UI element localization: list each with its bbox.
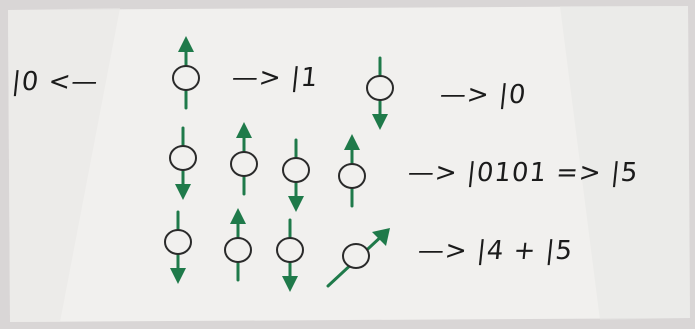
spin-circle	[230, 151, 258, 177]
spin-down	[276, 218, 304, 292]
spin-circle	[342, 243, 370, 269]
spin-circle	[169, 145, 197, 171]
spin-circle	[164, 229, 192, 255]
spin-circle	[172, 65, 200, 91]
arrow-head	[178, 36, 194, 52]
spin-up	[172, 36, 200, 110]
arrow-head	[344, 134, 360, 150]
spin-circle	[282, 157, 310, 183]
arrow-head	[372, 228, 390, 246]
spin-down	[164, 210, 192, 284]
paper-shadow	[560, 6, 690, 320]
spin-down	[366, 56, 394, 130]
row1-left-label: |0 <—	[10, 67, 100, 97]
spin-down	[282, 138, 310, 212]
spin-circle	[338, 163, 366, 189]
paper-shadow	[8, 8, 120, 322]
spin-up	[338, 134, 366, 208]
arrow-head	[282, 276, 298, 292]
spin-up	[224, 208, 252, 282]
spin-down	[169, 126, 197, 200]
spin-circle	[366, 75, 394, 101]
spin-up	[230, 122, 258, 196]
arrow-head	[372, 114, 388, 130]
arrow-head	[175, 184, 191, 200]
spin-diagram-group	[164, 36, 394, 292]
arrow-head	[230, 208, 246, 224]
spin-circle	[276, 237, 304, 263]
row2-label: —> |0101 => |5	[406, 158, 640, 188]
row3-label: —> |4 + |5	[416, 236, 575, 266]
arrow-head	[236, 122, 252, 138]
row1-mid-label: —> |1	[230, 63, 320, 93]
arrow-head	[288, 196, 304, 212]
spin-diagonal	[326, 228, 390, 288]
arrow-head	[170, 268, 186, 284]
row1-right-label: —> |0	[438, 80, 528, 110]
spin-circle	[224, 237, 252, 263]
